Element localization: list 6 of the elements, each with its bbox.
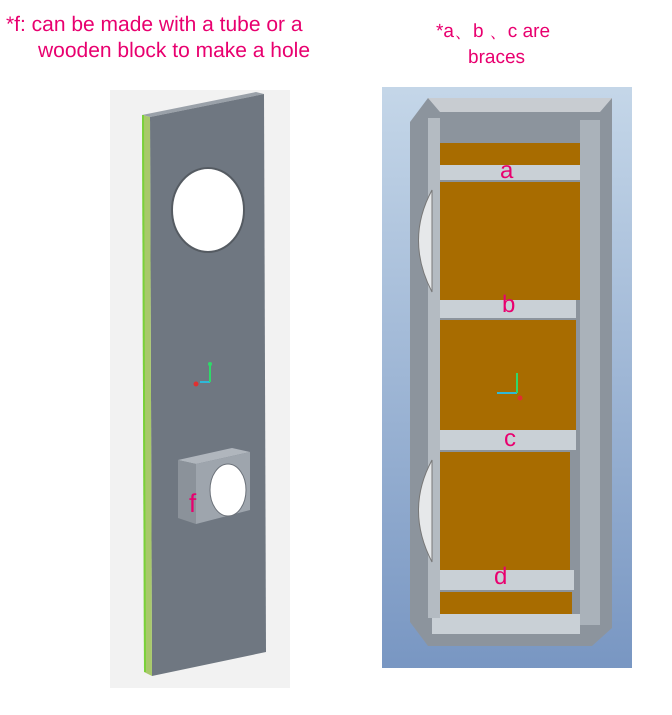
note-text: *a、b 、c are braces — [436, 20, 552, 70]
note-text: *f: can be made with a tube or a wooden block to make a hole — [6, 12, 312, 64]
part-letter: c — [504, 426, 516, 452]
part-letter: a — [500, 158, 514, 184]
part-letter: f — [189, 490, 196, 516]
part-letter: d — [494, 564, 508, 590]
